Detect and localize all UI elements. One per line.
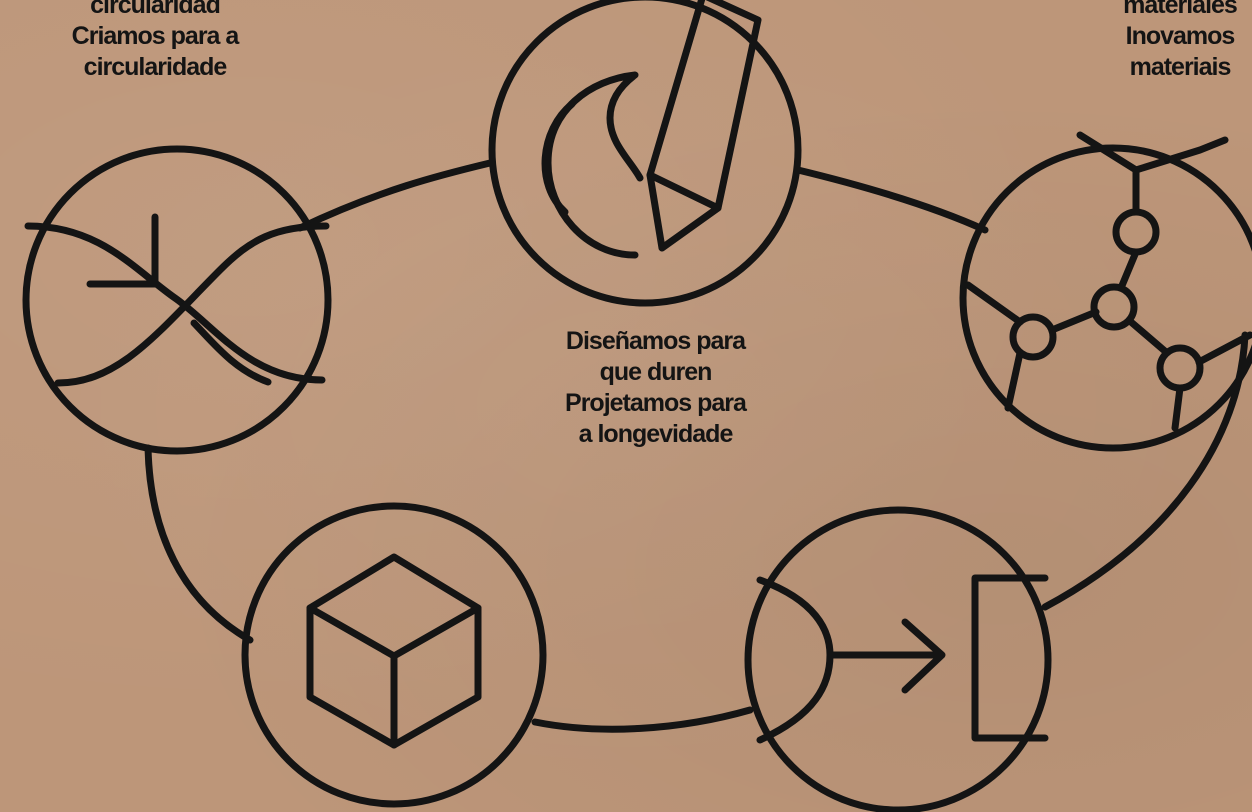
label-circularity: circularidad Criamos para a circularidad… [71, 0, 240, 81]
arrow-into-bracket-icon [744, 506, 1052, 812]
cycle-ring [144, 159, 1249, 733]
cube-icon [241, 502, 547, 808]
flame-pencil-icon [488, 0, 802, 307]
label-materials: materiales Inovamos materiais [1123, 0, 1238, 81]
label-longevity: Diseñamos para que duren Projetamos para… [565, 327, 747, 448]
crossing-arrows-icon [22, 145, 332, 455]
molecule-network-icon [959, 131, 1252, 452]
